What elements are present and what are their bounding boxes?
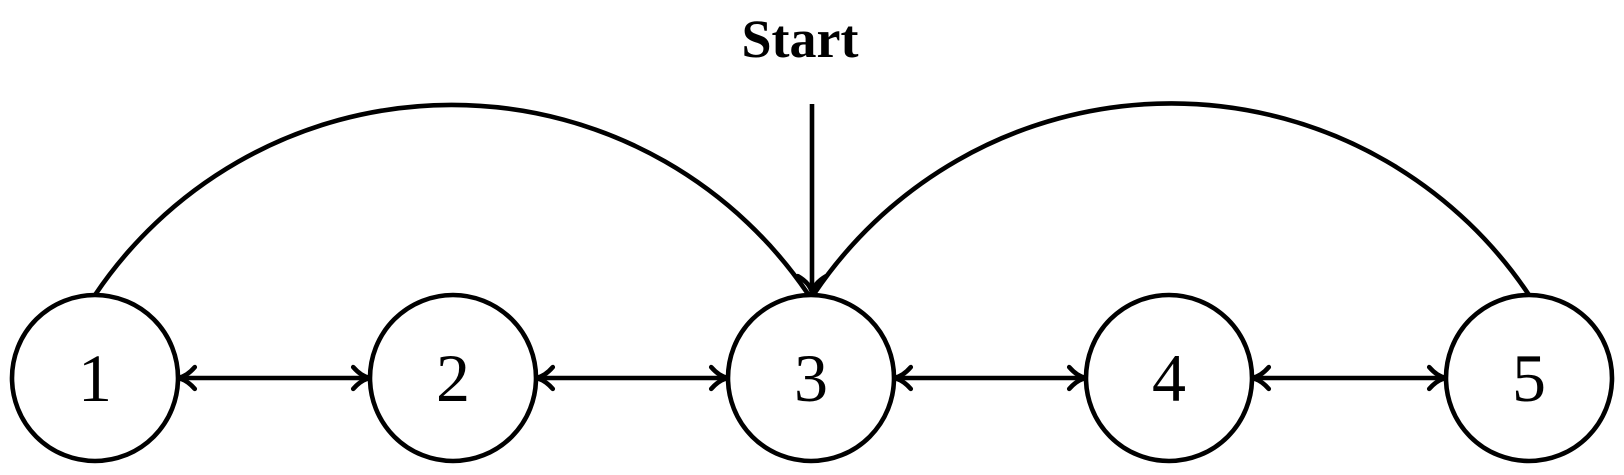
node-2: 2 <box>367 292 539 464</box>
edge-4-5 <box>1249 364 1449 392</box>
start-label: Start <box>742 9 859 69</box>
node-circle <box>9 292 181 464</box>
nodes-layer: 1 2 3 4 5 <box>9 292 1615 464</box>
node-label: 4 <box>1152 340 1186 416</box>
edge-3-4 <box>891 364 1089 392</box>
start-arrowhead <box>795 273 829 296</box>
node-circle <box>1443 292 1615 464</box>
node-4: 4 <box>1083 292 1255 464</box>
node-circle <box>1083 292 1255 464</box>
node-circle <box>367 292 539 464</box>
edge-arc-5-3 <box>812 101 1531 297</box>
edge-2-3 <box>533 364 731 392</box>
node-3: 3 <box>725 292 897 464</box>
node-1: 1 <box>9 292 181 464</box>
edge-1-2 <box>175 364 373 392</box>
node-label: 1 <box>78 340 112 416</box>
start-pointer-layer <box>795 104 829 296</box>
node-label: 2 <box>436 340 470 416</box>
edge-arc-1-3 <box>93 102 810 297</box>
node-label: 3 <box>794 340 828 416</box>
node-5: 5 <box>1443 292 1615 464</box>
node-label: 5 <box>1512 340 1546 416</box>
